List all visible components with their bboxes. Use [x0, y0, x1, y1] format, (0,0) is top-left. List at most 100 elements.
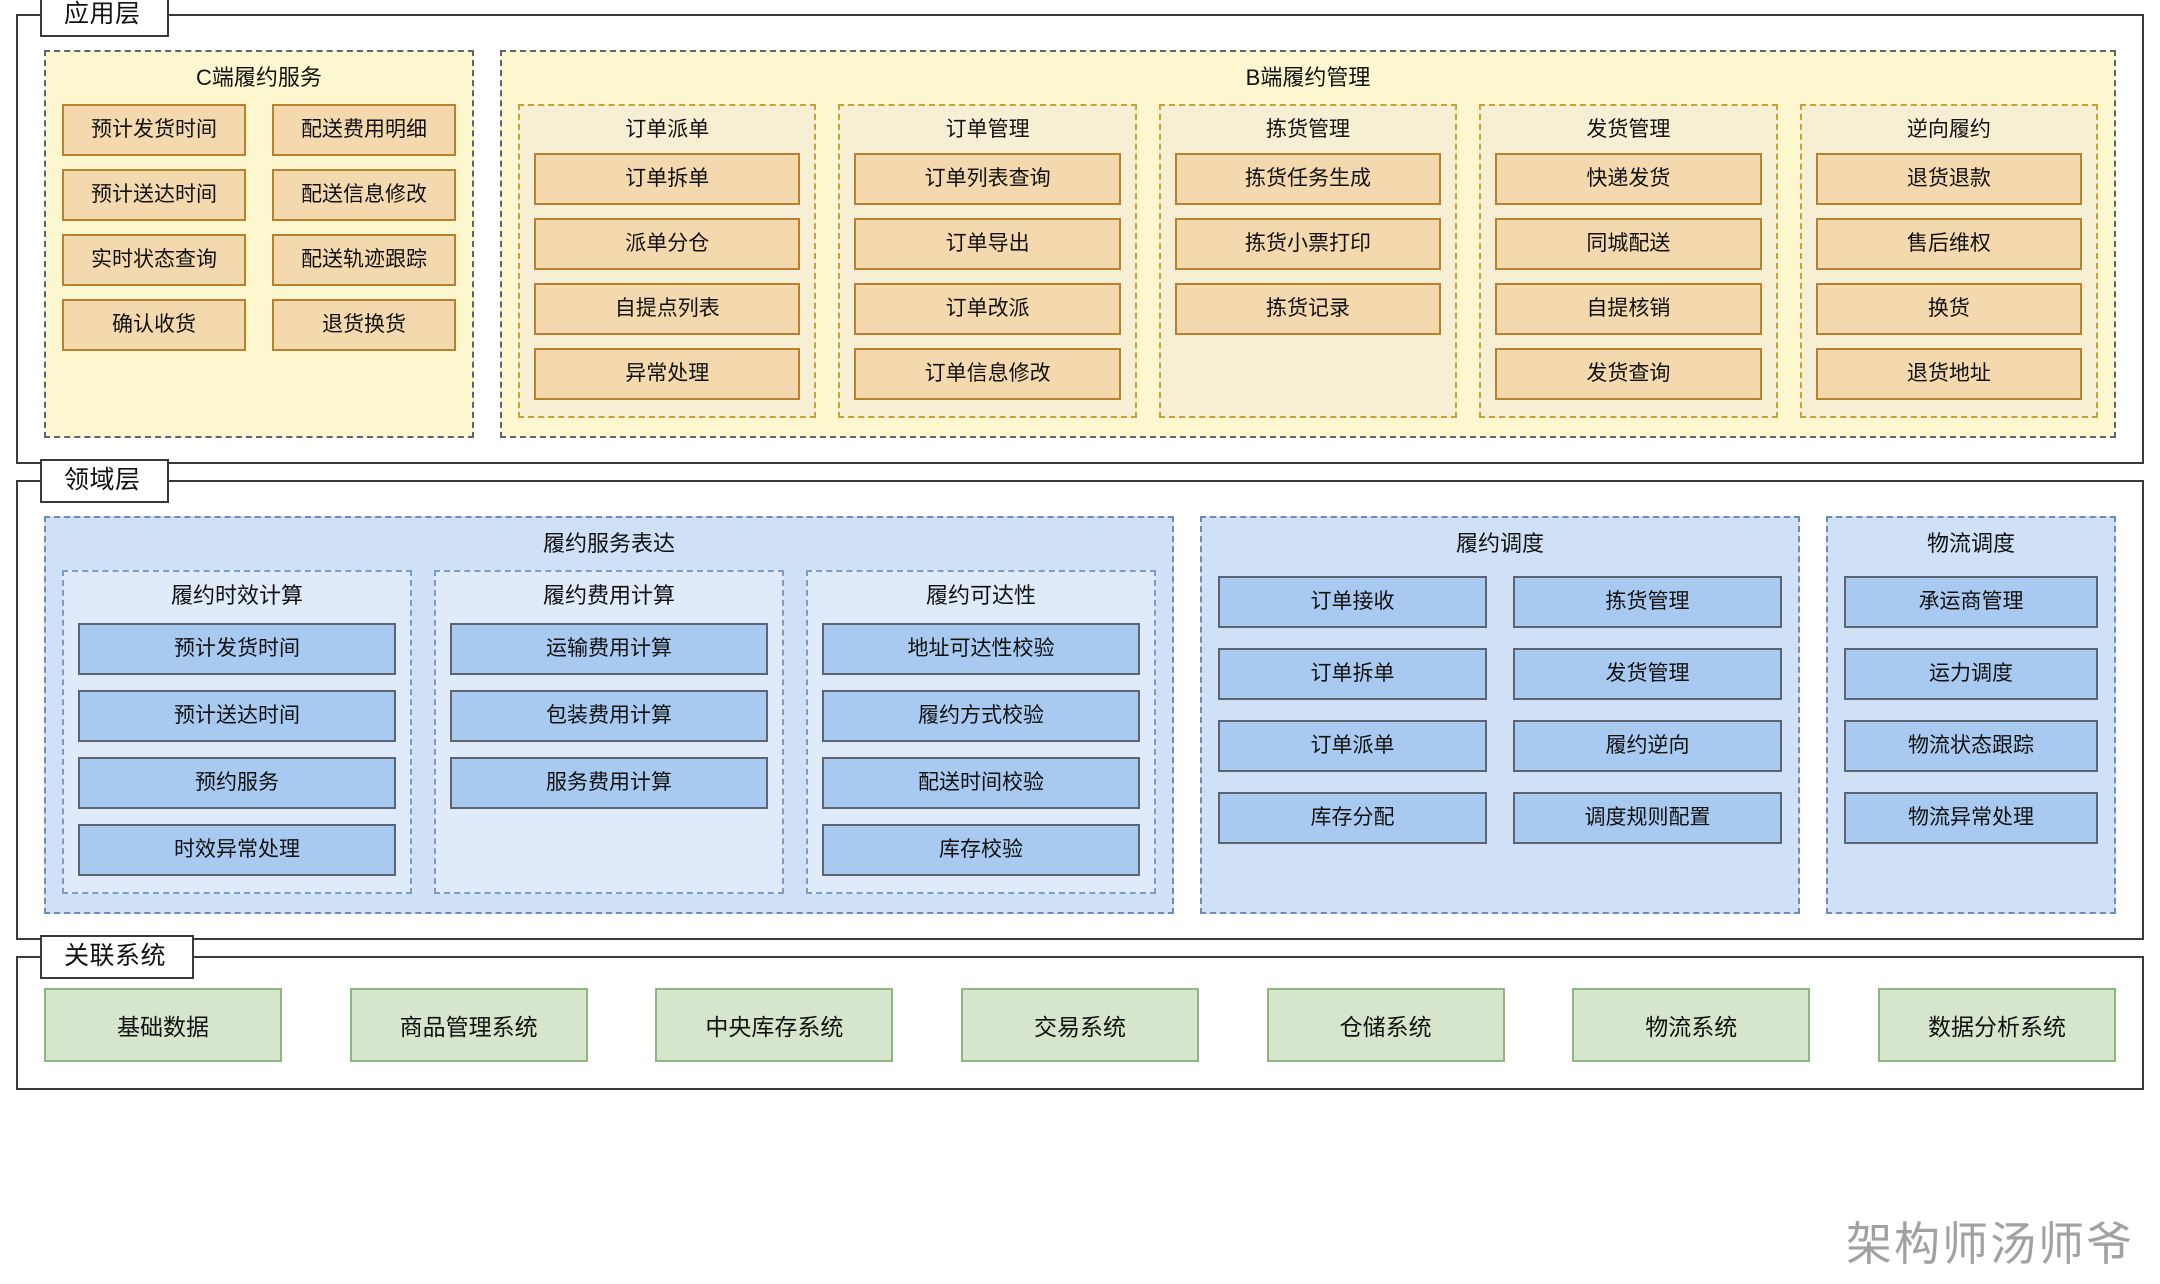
subgroup-title: 履约费用计算: [542, 583, 675, 609]
layer-body-application: C端履约服务 预计发货时间 预计送达时间 实时状态查询 确认收货 配送费用明细 …: [18, 16, 2142, 462]
subgroup-reachability: 履约可达性 地址可达性校验 履约方式校验 配送时间校验 库存校验: [806, 570, 1156, 894]
group-title: 履约调度: [1455, 531, 1544, 557]
layer-domain: 领域层 履约服务表达 履约时效计算 预计发货时间 预计送达时间 预约服务 时效异…: [16, 459, 2144, 940]
column-right: 拣货管理 发货管理 履约逆向 调度规则配置: [1513, 576, 1782, 845]
layer-title-application: 应用层: [40, 0, 169, 37]
subgroup-title: 订单管理: [945, 118, 1030, 142]
cell-item[interactable]: 中央库存系统: [655, 987, 894, 1062]
subgroup-row: 履约时效计算 预计发货时间 预计送达时间 预约服务 时效异常处理 履约费用计算 …: [62, 570, 1156, 894]
subgroup-picking-management: 拣货管理 拣货任务生成 拣货小票打印 拣货记录: [1158, 104, 1458, 419]
cell-column: 承运商管理 运力调度 物流状态跟踪 物流异常处理: [1844, 576, 2098, 845]
cell-item[interactable]: 订单拆单: [534, 153, 801, 206]
cell-item[interactable]: 自提核销: [1495, 283, 1762, 336]
cell-item[interactable]: 换货: [1815, 283, 2083, 336]
subgroup-row: 订单派单 订单拆单 派单分仓 自提点列表 异常处理 订单管理 订单列表查询 订单…: [518, 104, 2099, 419]
group-b-fulfillment-management: B端履约管理 订单派单 订单拆单 派单分仓 自提点列表 异常处理 订单管理 订单…: [500, 50, 2116, 439]
group-title: 物流调度: [1926, 531, 2015, 557]
subgroup-order-management: 订单管理 订单列表查询 订单导出 订单改派 订单信息修改: [838, 104, 1137, 419]
cell-item[interactable]: 商品管理系统: [349, 987, 588, 1062]
subgroup-lead-time-calculation: 履约时效计算 预计发货时间 预计送达时间 预约服务 时效异常处理: [62, 570, 412, 894]
cell-item[interactable]: 订单列表查询: [854, 153, 1121, 206]
layer-related-systems: 关联系统 基础数据 商品管理系统 中央库存系统 交易系统 仓储系统 物流系统 数…: [16, 934, 2144, 1090]
cell-item[interactable]: 派单分仓: [534, 218, 801, 271]
layer-application: 应用层 C端履约服务 预计发货时间 预计送达时间 实时状态查询 确认收货 配送费…: [16, 0, 2144, 465]
cell-item[interactable]: 退货换货: [272, 299, 456, 352]
cell-item[interactable]: 包装费用计算: [450, 689, 768, 742]
cell-item[interactable]: 物流状态跟踪: [1844, 720, 2098, 773]
cell-item[interactable]: 配送信息修改: [272, 169, 456, 222]
subgroup-title: 发货管理: [1586, 118, 1671, 142]
subgroup-order-dispatch: 订单派单 订单拆单 派单分仓 自提点列表 异常处理: [518, 104, 817, 419]
cell-item[interactable]: 交易系统: [960, 987, 1199, 1062]
subgroup-shipping-management: 发货管理 快递发货 同城配送 自提核销 发货查询: [1479, 104, 1778, 419]
cell-item[interactable]: 退货地址: [1815, 348, 2083, 401]
cell-item[interactable]: 售后维权: [1815, 218, 2083, 271]
cell-item[interactable]: 预约服务: [78, 756, 396, 809]
cell-item[interactable]: 拣货小票打印: [1174, 218, 1442, 271]
cell-item[interactable]: 订单拆单: [1218, 648, 1487, 701]
group-title: C端履约服务: [196, 65, 322, 90]
group-fulfillment-service-expression: 履约服务表达 履约时效计算 预计发货时间 预计送达时间 预约服务 时效异常处理 …: [44, 516, 1174, 914]
cell-item[interactable]: 仓储系统: [1266, 987, 1505, 1062]
cell-item[interactable]: 订单改派: [854, 283, 1121, 336]
cell-item[interactable]: 预计送达时间: [62, 169, 246, 222]
column-left: 订单接收 订单拆单 订单派单 库存分配: [1218, 576, 1487, 845]
cell-item[interactable]: 配送费用明细: [272, 104, 456, 157]
cell-item[interactable]: 库存校验: [822, 823, 1140, 876]
cell-item[interactable]: 履约逆向: [1513, 720, 1782, 773]
cell-item[interactable]: 拣货记录: [1174, 283, 1442, 336]
cell-item[interactable]: 数据分析系统: [1877, 987, 2116, 1062]
cell-item[interactable]: 快递发货: [1495, 153, 1762, 206]
subgroup-title: 履约可达性: [925, 583, 1036, 609]
cell-item[interactable]: 发货管理: [1513, 648, 1782, 701]
cell-item[interactable]: 运力调度: [1844, 648, 2098, 701]
subgroup-title: 逆向履约: [1906, 118, 1991, 142]
cell-item[interactable]: 调度规则配置: [1513, 792, 1782, 845]
cell-item[interactable]: 承运商管理: [1844, 576, 2098, 629]
subgroup-title: 拣货管理: [1266, 118, 1351, 142]
subgroup-title: 履约时效计算: [170, 583, 303, 609]
cell-item[interactable]: 确认收货: [62, 299, 246, 352]
cell-item[interactable]: 订单导出: [854, 218, 1121, 271]
cell-item[interactable]: 拣货任务生成: [1174, 153, 1442, 206]
cell-item[interactable]: 异常处理: [534, 348, 801, 401]
layer-title-domain: 领域层: [40, 459, 169, 504]
cell-item[interactable]: 发货查询: [1495, 348, 1762, 401]
group-logistics-scheduling: 物流调度 承运商管理 运力调度 物流状态跟踪 物流异常处理: [1826, 516, 2116, 914]
cell-item[interactable]: 同城配送: [1495, 218, 1762, 271]
cell-item[interactable]: 运输费用计算: [450, 622, 768, 675]
cell-item[interactable]: 自提点列表: [534, 283, 801, 336]
cell-item[interactable]: 订单派单: [1218, 720, 1487, 773]
cell-item[interactable]: 实时状态查询: [62, 234, 246, 287]
cell-item[interactable]: 物流异常处理: [1844, 792, 2098, 845]
cell-item[interactable]: 预计发货时间: [62, 104, 246, 157]
cell-item[interactable]: 库存分配: [1218, 792, 1487, 845]
cell-item[interactable]: 基础数据: [44, 987, 282, 1062]
cell-item[interactable]: 服务费用计算: [450, 756, 768, 809]
layer-body-domain: 履约服务表达 履约时效计算 预计发货时间 预计送达时间 预约服务 时效异常处理 …: [18, 482, 2142, 937]
subgroup-reverse-fulfillment: 逆向履约 退货退款 售后维权 换货 退货地址: [1799, 104, 2099, 419]
layer-body-related-systems: 基础数据 商品管理系统 中央库存系统 交易系统 仓储系统 物流系统 数据分析系统: [18, 958, 2142, 1088]
cell-item[interactable]: 退货退款: [1815, 153, 2083, 206]
cell-item[interactable]: 地址可达性校验: [822, 622, 1140, 675]
cell-grid: 订单接收 订单拆单 订单派单 库存分配 拣货管理 发货管理 履约逆向 调度规则配…: [1218, 576, 1782, 845]
subgroup-title: 订单派单: [625, 118, 710, 142]
cell-item[interactable]: 拣货管理: [1513, 576, 1782, 629]
group-c-fulfillment-service: C端履约服务 预计发货时间 预计送达时间 实时状态查询 确认收货 配送费用明细 …: [44, 50, 474, 439]
cell-item[interactable]: 预计送达时间: [78, 689, 396, 742]
group-title: 履约服务表达: [542, 531, 675, 557]
cell-item[interactable]: 配送轨迹跟踪: [272, 234, 456, 287]
cell-item[interactable]: 配送时间校验: [822, 756, 1140, 809]
cell-item[interactable]: 物流系统: [1572, 987, 1811, 1062]
subgroup-fee-calculation: 履约费用计算 运输费用计算 包装费用计算 服务费用计算: [434, 570, 784, 894]
watermark: 架构师汤师爷: [1846, 1219, 2134, 1270]
cell-item[interactable]: 订单接收: [1218, 576, 1487, 629]
cell-item[interactable]: 预计发货时间: [78, 622, 396, 675]
group-title: B端履约管理: [1245, 65, 1371, 90]
column-left: 预计发货时间 预计送达时间 实时状态查询 确认收货: [62, 104, 246, 352]
cell-item[interactable]: 履约方式校验: [822, 689, 1140, 742]
cell-item[interactable]: 订单信息修改: [854, 348, 1121, 401]
layer-title-related-systems: 关联系统: [40, 934, 195, 979]
cell-item[interactable]: 时效异常处理: [78, 823, 396, 876]
